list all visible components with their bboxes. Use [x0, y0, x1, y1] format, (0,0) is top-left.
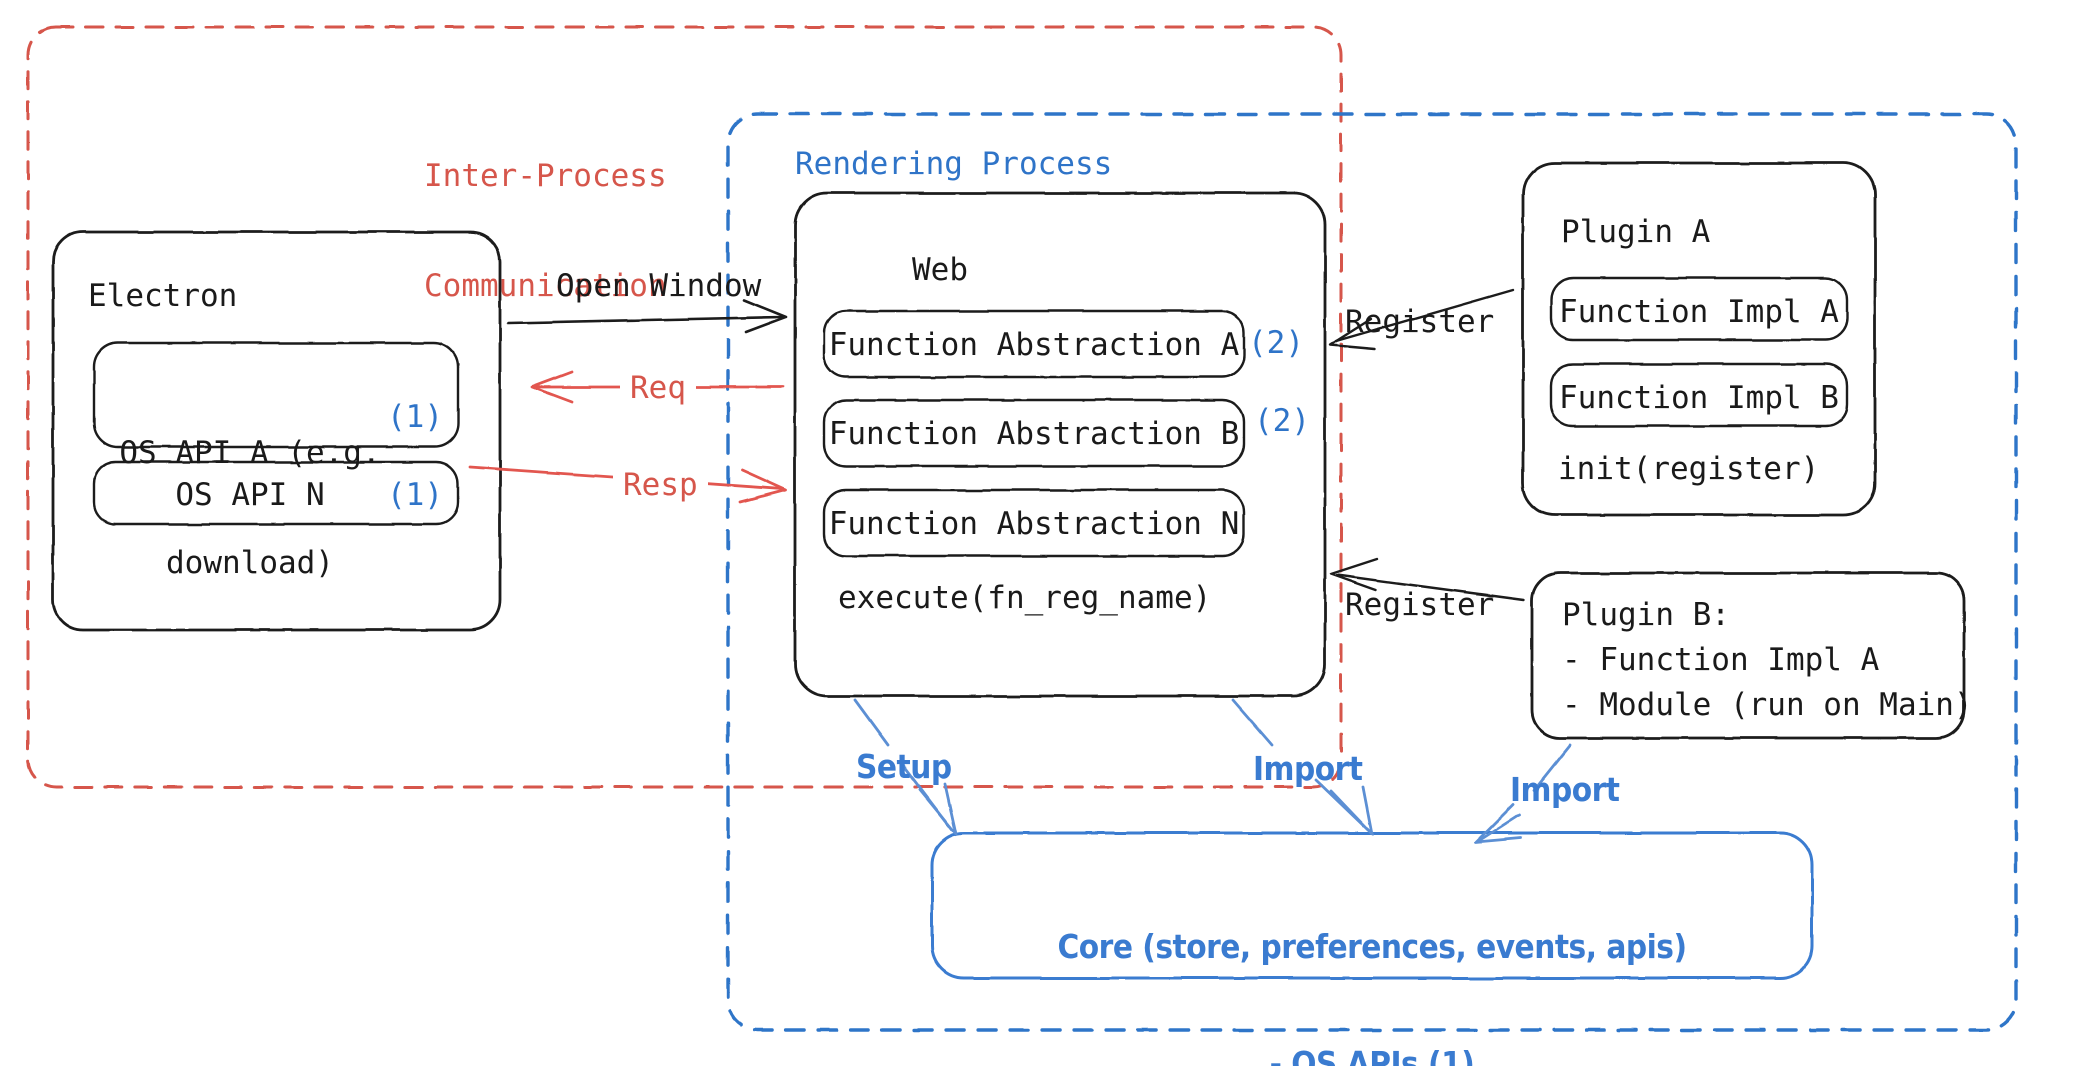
electron-title: Electron [88, 278, 238, 314]
edge-import-web-arrowhead [1329, 785, 1374, 836]
edge-register-a-label: Register [1345, 304, 1495, 340]
os-api-a-line1: OS API A (e.g. [119, 435, 381, 472]
rendering-region-label: Rendering Process [795, 146, 1113, 182]
edge-register-b-arrowhead [1329, 557, 1379, 592]
function-abstraction-a-label: Function Abstraction A [828, 327, 1240, 363]
web-footer-label: execute(fn_reg_name) [838, 580, 1212, 616]
core-line-1: Core (store, preferences, events, apis) [1057, 926, 1687, 966]
edge-register-b-label: Register [1345, 587, 1495, 623]
os-api-a-marker: (1) [387, 399, 443, 435]
edge-import-plugin-line2 [1478, 813, 1521, 842]
edge-import-web-line [1231, 698, 1274, 747]
function-abstraction-a-marker: (2) [1248, 325, 1304, 361]
plugin-a-title: Plugin A [1561, 214, 1711, 250]
edge-resp-arrowhead [738, 468, 788, 504]
plugin-a-footer-label: init(register) [1558, 451, 1820, 487]
edge-setup-label: Setup [856, 747, 952, 786]
edge-open-window-label: Open Window [556, 268, 762, 304]
edge-setup-line [853, 698, 890, 747]
function-abstraction-n-label: Function Abstraction N [828, 506, 1240, 542]
function-abstraction-b-label: Function Abstraction B [828, 416, 1240, 452]
ipc-region-label-line2: Communication [424, 267, 667, 304]
os-api-n-label: OS API N [175, 477, 325, 513]
edge-import-plugin-label: Import [1510, 770, 1620, 809]
function-impl-a-label: Function Impl A [1559, 294, 1839, 330]
ipc-region-label-line1: Inter-Process [424, 158, 667, 195]
core-line-2: - OS APIs (1) [1269, 1043, 1475, 1066]
os-api-a-label: OS API A (e.g. download) [100, 362, 400, 655]
function-impl-b-label: Function Impl B [1559, 380, 1839, 416]
ipc-region-label: Inter-Process Communication [424, 85, 724, 378]
web-title: Web [912, 252, 968, 288]
edge-import-web-label: Import [1253, 749, 1363, 788]
edge-open-window-arrowhead [742, 298, 788, 334]
plugin-b-item-1: - Module (run on Main) [1562, 687, 1973, 723]
edge-req-label: Req [620, 370, 696, 407]
edge-resp-label: Resp [613, 467, 708, 504]
os-api-n-marker: (1) [387, 477, 443, 513]
plugin-b-title: Plugin B: [1562, 597, 1730, 633]
edge-setup-arrowhead [918, 782, 958, 836]
os-api-a-line2: download) [166, 544, 334, 581]
plugin-b-item-0: - Function Impl A [1562, 642, 1880, 678]
core-box-label: Core (store, preferences, events, apis) … [932, 850, 1812, 1066]
function-abstraction-b-marker: (2) [1254, 403, 1310, 439]
edge-import-plugin-arrowhead [1474, 803, 1523, 844]
